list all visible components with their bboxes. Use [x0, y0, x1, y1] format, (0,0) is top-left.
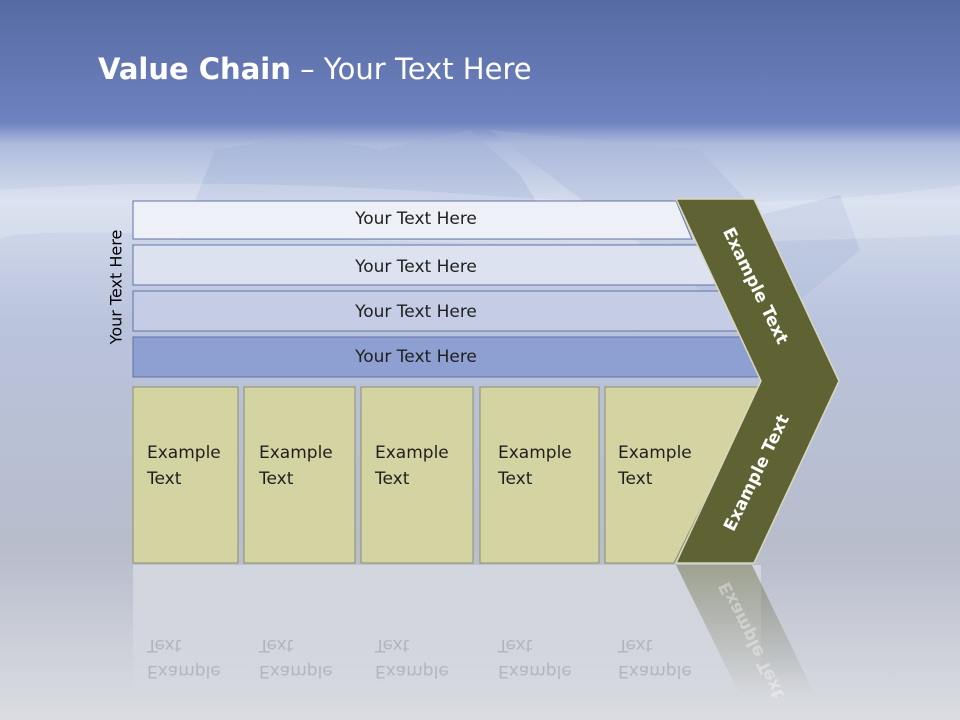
slide-title: Value Chain – Your Text Here [98, 52, 532, 86]
reflection-line-2: Text [259, 635, 294, 655]
column-label-reflection: Example Text [147, 632, 221, 684]
reflection-line-1: Example [498, 661, 572, 681]
column-reflection [133, 565, 761, 695]
column-label-line-2: Text [498, 469, 533, 489]
column-label-line-1: Example [147, 443, 221, 463]
column-label-line-1: Example [618, 443, 692, 463]
primary-column-5[interactable] [604, 386, 762, 564]
primary-column-1[interactable] [132, 386, 239, 564]
column-label-reflection: Example Text [498, 632, 572, 684]
support-row-3-label: Your Text Here [355, 302, 477, 322]
column-label-line-2: Text [259, 469, 294, 489]
support-row-4-label: Your Text Here [355, 347, 477, 367]
column-label-reflection: Example Text [375, 632, 449, 684]
reflection-line-2: Text [147, 635, 182, 655]
title-bold: Value Chain [98, 52, 291, 86]
support-row-1[interactable] [132, 200, 693, 240]
reflection-line-1: Example [375, 661, 449, 681]
column-label-reflection: Example Text [618, 632, 692, 684]
column-label-line-1: Example [498, 443, 572, 463]
reflection-line-1: Example [259, 661, 333, 681]
support-row-1-label: Your Text Here [355, 209, 477, 229]
column-label-reflection: Example Text [259, 632, 333, 684]
reflection-line-2: Text [618, 635, 653, 655]
reflection-line-2: Text [375, 635, 410, 655]
reflection-line-2: Text [498, 635, 533, 655]
reflection-line-1: Example [147, 661, 221, 681]
column-label-line-2: Text [375, 469, 410, 489]
column-label-line-2: Text [147, 469, 182, 489]
title-rest: – Your Text Here [290, 52, 532, 86]
column-label-line-1: Example [259, 443, 333, 463]
reflection-line-1: Example [618, 661, 692, 681]
primary-column-3[interactable] [360, 386, 474, 564]
column-label-line-2: Text [618, 469, 653, 489]
column-label-line-1: Example [375, 443, 449, 463]
primary-column-2[interactable] [243, 386, 356, 564]
primary-column-4[interactable] [479, 386, 600, 564]
support-row-2-label: Your Text Here [355, 257, 477, 277]
chevron-reflection [676, 565, 815, 695]
margin-chevron[interactable] [674, 198, 840, 564]
